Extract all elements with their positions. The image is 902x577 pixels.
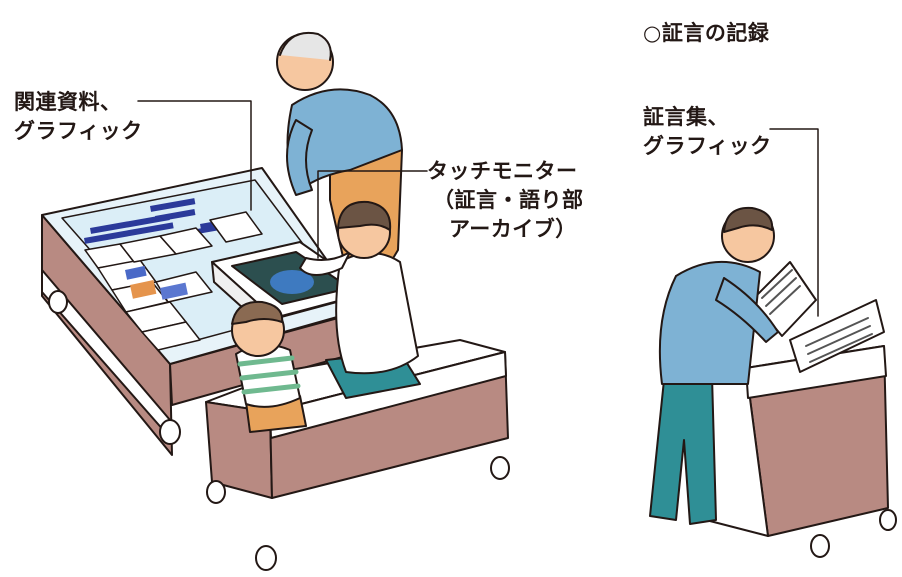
lectern-wheels — [810, 509, 897, 558]
display-case — [41, 167, 363, 456]
reader-hair — [723, 206, 774, 233]
adult-arm — [299, 251, 351, 276]
child-hair — [231, 300, 284, 325]
callout-touch-monitor-line2: （証言・語り部 — [433, 188, 584, 212]
callout-testimony-collection-line2: グラフィック — [643, 134, 772, 158]
leader-line-testimony-collection — [769, 128, 819, 317]
bench-wheels — [206, 456, 510, 571]
callout-touch-monitor: タッチモニター （証言・語り部 アーカイブ） — [427, 157, 584, 244]
leader-line-touch-monitor — [317, 170, 428, 259]
lectern-book-text — [761, 269, 873, 363]
adult-shirt — [335, 252, 419, 375]
lectern-book-right — [789, 299, 885, 373]
person-child — [231, 300, 307, 433]
callout-related-materials-line1: 関連資料、 — [14, 90, 122, 114]
callout-touch-monitor-line3: アーカイブ） — [449, 217, 577, 241]
touch-monitor-map — [270, 270, 314, 294]
document-sheet — [159, 227, 213, 255]
section-title: ○証言の記録 — [643, 19, 769, 48]
callout-touch-monitor-line1: タッチモニター — [427, 159, 578, 183]
adult-hair — [337, 200, 392, 231]
callout-testimony-collection-line1: 証言集、 — [643, 105, 729, 129]
document-sheet — [141, 321, 201, 351]
reader-arm — [715, 277, 779, 343]
document-sheet — [209, 211, 263, 243]
section-title-text: ○証言の記録 — [643, 21, 770, 45]
elderly-hair — [279, 32, 332, 61]
leader-lines — [137, 100, 819, 317]
elderly-arm — [286, 119, 313, 196]
child-shirt-stripes — [237, 355, 301, 395]
lectern — [685, 261, 897, 558]
callout-testimony-collection: 証言集、 グラフィック — [643, 103, 772, 161]
display-graphic-colors — [125, 265, 188, 300]
reader-torso — [658, 261, 761, 385]
callout-related-materials: 関連資料、 グラフィック — [14, 88, 143, 146]
person-adult — [299, 200, 421, 399]
reader-legs — [649, 375, 717, 525]
person-reader — [649, 206, 779, 525]
display-case-wheels — [48, 290, 181, 445]
callout-related-materials-line2: グラフィック — [14, 119, 143, 143]
leader-line-related-materials — [137, 100, 252, 211]
